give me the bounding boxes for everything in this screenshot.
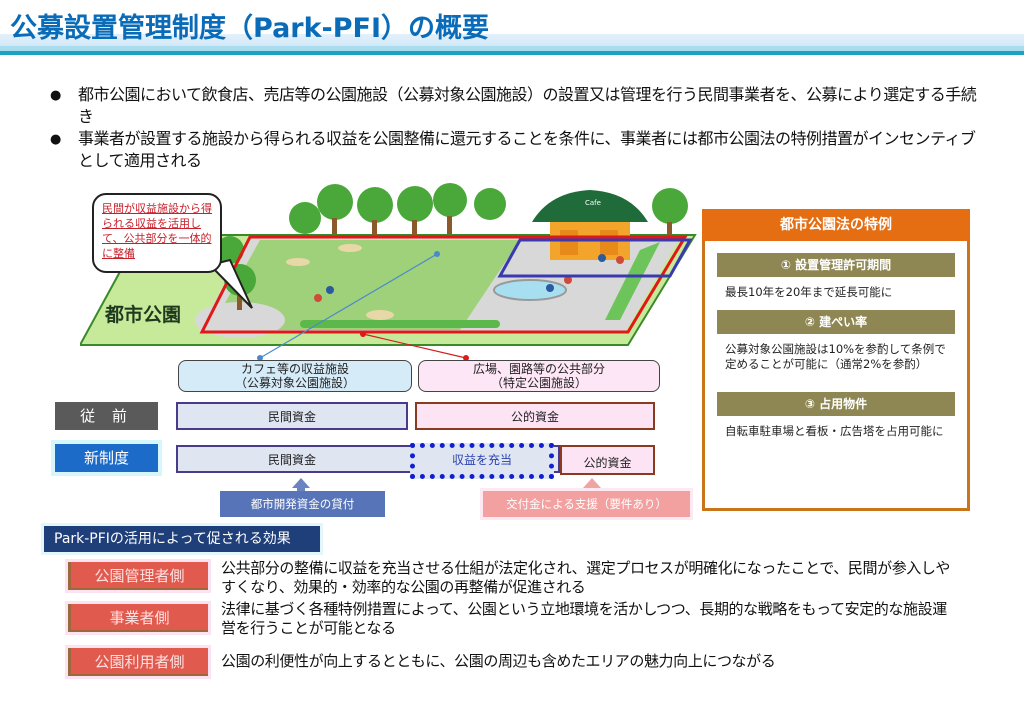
park-label: 都市公園 [105, 304, 182, 326]
bullet-dot-icon: ● [50, 88, 62, 103]
header-rule [0, 51, 1024, 55]
measure-heading: ① 設置管理許可期間 [717, 253, 955, 277]
effects-title: Park-PFIの活用によって促される効果 [44, 526, 320, 552]
arrow-up-icon [292, 478, 310, 488]
revenue-allocation: 収益を充当 [410, 443, 554, 479]
public-facility-header: 広場、園路等の公共部分 （特定公園施設） [418, 360, 660, 392]
measure-text: 自転車駐車場と看板・広告塔を占用可能に [725, 424, 944, 438]
public-facility-line2: （特定公園施設） [490, 376, 587, 390]
header-band [0, 34, 1024, 46]
park-illustration: Cafe [80, 180, 700, 361]
svg-text:Cafe: Cafe [585, 199, 601, 207]
effect-text: 公共部分の整備に収益を充当させる仕組が法定化され、選定プロセスが明確化になったこ… [221, 559, 950, 596]
effect-tag: 事業者側 [68, 604, 208, 632]
revenue-facility-line2: （公募対象公園施設） [234, 376, 355, 390]
slide-header: 公募設置管理制度（Park-PFI）の概要 [0, 0, 1024, 60]
effect-text: 法律に基づく各種特例措置によって、公園という立地環境を活かしつつ、長期的な戦略を… [221, 600, 947, 637]
arrow-up-icon [583, 478, 601, 488]
overview-bullets: ● 都市公園において飲食店、売店等の公園施設（公募対象公園施設）の設置又は管理を… [50, 84, 980, 172]
special-measures-panel: 都市公園法の特例 ① 設置管理許可期間 最長10年を20年まで延長可能に ② 建… [702, 209, 970, 511]
bullet-dot-icon: ● [50, 132, 62, 147]
loan-support-box: 都市開発資金の貸付 [220, 491, 385, 517]
measure-text: 最長10年を20年まで延長可能に [725, 285, 893, 299]
grant-support-box: 交付金による支援（要件あり） [483, 491, 690, 517]
page-title: 公募設置管理制度（Park-PFI）の概要 [10, 13, 490, 44]
revenue-facility-header: カフェ等の収益施設 （公募対象公園施設） [178, 360, 412, 392]
bullet-item: ● 都市公園において飲食店、売店等の公園施設（公募対象公園施設）の設置又は管理を… [50, 84, 980, 128]
public-facility-line1: 広場、園路等の公共部分 [472, 362, 605, 376]
header-band-light [0, 46, 1024, 52]
effect-tag: 公園管理者側 [68, 562, 208, 590]
measure-text: 公募対象公園施設は10%を参酌して条例で定めることが可能に（通常2%を参酌） [725, 342, 946, 371]
panel-title: 都市公園法の特例 [702, 209, 970, 241]
bullet-text: 都市公園において飲食店、売店等の公園施設（公募対象公園施設）の設置又は管理を行う… [78, 85, 977, 126]
revenue-facility-line1: カフェ等の収益施設 [240, 362, 349, 376]
measure-heading: ③ 占用物件 [717, 392, 955, 416]
speech-bubble: 民間が収益施設から得られる収益を活用して、公共部分を一体的に整備 [92, 193, 222, 273]
old-private-funds: 民間資金 [176, 402, 408, 430]
arrow-stem [297, 487, 305, 491]
measure-heading: ② 建ぺい率 [717, 310, 955, 334]
bullet-text: 事業者が設置する施設から得られる収益を公園整備に還元することを条件に、事業者には… [78, 129, 976, 170]
park-scene-icon: Cafe [80, 183, 697, 361]
effect-tag: 公園利用者側 [68, 648, 208, 676]
previous-system-label: 従 前 [55, 402, 158, 430]
new-public-funds: 公的資金 [560, 445, 655, 475]
new-system-label: 新制度 [55, 444, 158, 472]
old-public-funds: 公的資金 [415, 402, 655, 430]
bullet-item: ● 事業者が設置する施設から得られる収益を公園整備に還元することを条件に、事業者… [50, 128, 980, 172]
effect-text: 公園の利便性が向上するとともに、公園の周辺も含めたエリアの魅力向上につながる [221, 652, 776, 670]
arrow-stem [588, 487, 596, 491]
